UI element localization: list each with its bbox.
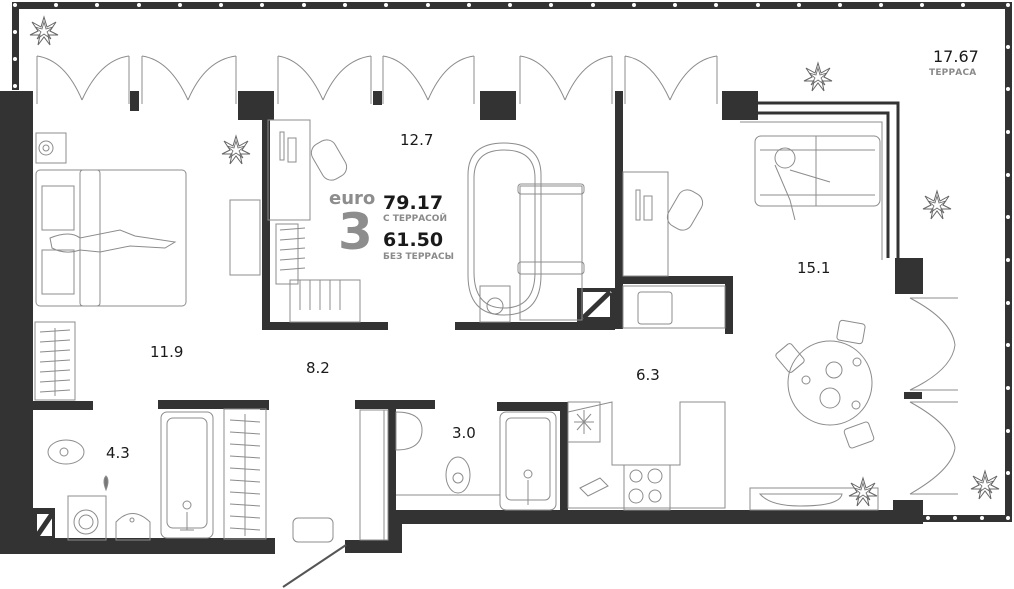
living-glazing <box>740 101 900 260</box>
terrace-caption: ТЕРРАСА <box>929 68 977 78</box>
total-area-without-terrace: 61.50 <box>383 229 444 251</box>
with-terrace-caption: С ТЕРРАСОЙ <box>383 214 447 224</box>
total-area-with-terrace: 79.17 <box>383 192 444 214</box>
entrance-arrow <box>282 544 347 588</box>
room-area-bathroom-guest: 3.0 <box>452 424 476 442</box>
rooms-count: 3 <box>338 203 373 261</box>
terrace-area: 17.67 <box>933 47 979 66</box>
walls <box>0 91 923 554</box>
room-area-living: 15.1 <box>797 259 831 277</box>
without-terrace-caption: БЕЗ ТЕРРАСЫ <box>383 252 454 262</box>
plant-icons <box>29 16 1000 507</box>
layout-type-label: euro <box>329 188 376 209</box>
room-area-kitchen: 6.3 <box>636 366 660 384</box>
terrace-railing <box>12 2 1012 522</box>
room-area-bedroom-master: 11.9 <box>150 343 184 361</box>
room-area-bedroom-kids: 12.7 <box>400 131 434 149</box>
room-area-bathroom-main: 4.3 <box>106 444 130 462</box>
furniture <box>34 119 881 543</box>
room-area-hallway: 8.2 <box>306 359 330 377</box>
terrace-doors-top <box>36 55 958 495</box>
